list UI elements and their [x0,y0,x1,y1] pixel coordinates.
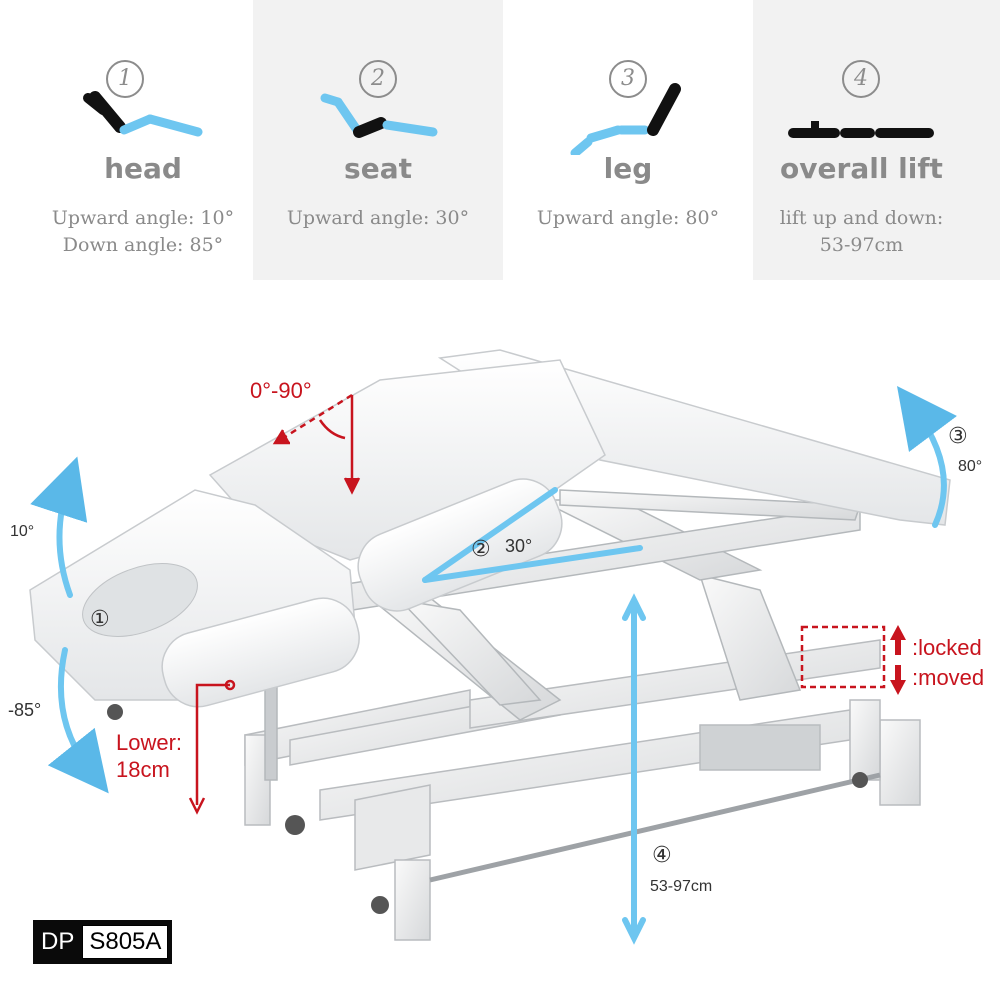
lift-marker: ④ [652,843,672,868]
panel-title: overall lift [780,152,943,185]
head-down-angle-label: -85° [8,700,42,720]
brand-prefix: DP [41,928,75,955]
panel-title: head [104,152,182,185]
lift-range-label: 53-97cm [650,878,713,895]
panel-title: seat [344,152,412,185]
seat-angle-label: 30° [505,536,533,556]
description-line: Upward angle: 30° [286,207,470,229]
red-annotations [188,393,886,815]
head-up-angle-label: 10° [10,523,35,540]
panel-overall-lift: 4 overall lift lift up and down: 53-97cm [753,0,1000,280]
caster-wheels [107,704,868,914]
panel-title: leg [603,152,653,185]
number-1-icon: 1 [106,60,144,98]
seat-marker: ② [471,537,491,562]
model-badge: DP S805A [33,920,173,964]
panel-description: Upward angle: 80° [503,205,753,232]
lift-adjust-icon [788,121,934,138]
panel-description: Upward angle: 30° [253,205,503,232]
armrest-angle-label: 0°-90° [250,378,312,403]
face-hole [82,563,198,637]
locked-label: :locked [912,635,982,660]
seat-adjust-icon [320,93,438,138]
head-adjust-icon [83,91,203,137]
lower-value: 18cm [116,757,170,782]
description-line: Upward angle: 10° [51,207,235,229]
adjustment-arrows [30,385,957,945]
leg-angle-label: 80° [958,458,983,475]
moved-label: :moved [912,665,985,690]
panel-leg: 3 leg Upward angle: 80° [503,0,753,280]
panel-seat: 2 seat Upward angle: 30° [253,0,503,280]
description-line: lift up and down: [779,207,944,229]
model-code: S805A [82,925,169,959]
lock-arrows [890,625,906,695]
leg-adjust-icon [570,83,681,155]
description-line: 53-97cm [819,234,904,256]
description-line: Down angle: 85° [62,234,224,256]
description-line: Upward angle: 80° [536,207,720,229]
number-2-icon: 2 [359,60,397,98]
panel-head: 1 head Upward angle: 10° Down angle: 85° [0,0,250,280]
leg-marker: ③ [948,424,968,449]
seat-side-cushion [357,478,563,612]
panel-description: Upward angle: 10° Down angle: 85° [18,205,268,259]
head-marker: ① [90,607,110,632]
base-frame [244,639,921,941]
massage-table-illustration [29,349,957,945]
number-3-icon: 3 [609,60,647,98]
number-4-icon: 4 [842,60,880,98]
lower-label: Lower: [116,730,183,755]
panel-description: lift up and down: 53-97cm [738,205,985,259]
arm-cushion [161,597,360,708]
